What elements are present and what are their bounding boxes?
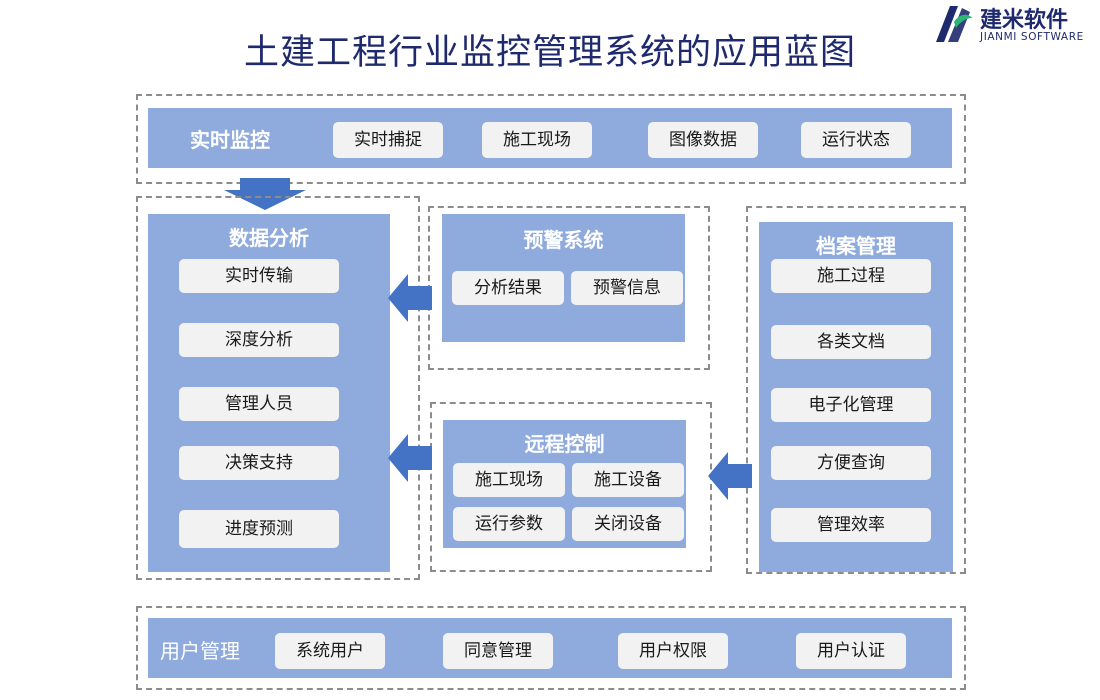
analysis-item-staff: 管理人员 [179, 387, 339, 421]
remote-title: 远程控制 [524, 432, 605, 456]
remote-section-border [430, 402, 712, 572]
analysis-section-border [136, 196, 420, 580]
warning-title: 预警系统 [523, 228, 604, 252]
archive-section-border [746, 206, 966, 574]
users-title: 用户管理 [160, 639, 240, 663]
warning-item-info: 预警信息 [571, 271, 683, 305]
remote-panel: 远程控制 施工现场 施工设备 运行参数 关闭设备 [443, 420, 686, 548]
users-item-consent: 同意管理 [443, 633, 553, 669]
down-arrow-icon [224, 178, 306, 210]
monitor-title: 实时监控 [190, 128, 270, 152]
analysis-item-forecast: 进度预测 [179, 510, 339, 548]
monitor-item-image: 图像数据 [648, 122, 758, 158]
users-item-system: 系统用户 [275, 633, 385, 669]
page-title: 土建工程行业监控管理系统的应用蓝图 [243, 33, 856, 73]
archive-panel: 档案管理 施工过程 各类文档 电子化管理 方便查询 管理效率 [759, 222, 953, 572]
brand-logo: 建米软件 JIANMI SOFTWARE [928, 2, 1098, 46]
left-arrow-remote-icon [388, 434, 432, 482]
archive-title: 档案管理 [816, 234, 896, 258]
monitor-item-site: 施工现场 [482, 122, 592, 158]
remote-item-equipment: 施工设备 [572, 463, 684, 497]
warning-item-result: 分析结果 [452, 271, 564, 305]
monitor-item-capture: 实时捕捉 [333, 122, 443, 158]
archive-item-efficiency: 管理效率 [771, 508, 931, 542]
archive-item-process: 施工过程 [771, 259, 931, 293]
analysis-title: 数据分析 [229, 226, 309, 250]
monitor-panel: 实时监控 实时捕捉 施工现场 图像数据 运行状态 [148, 108, 952, 168]
monitor-item-status: 运行状态 [801, 122, 911, 158]
monitor-section-border [136, 94, 966, 184]
analysis-item-transfer: 实时传输 [179, 259, 339, 293]
left-arrow-warning-icon [388, 274, 432, 322]
users-section-border [136, 606, 966, 690]
archive-item-digital: 电子化管理 [771, 388, 931, 422]
archive-item-docs: 各类文档 [771, 325, 931, 359]
users-panel: 用户管理 系统用户 同意管理 用户权限 用户认证 [148, 618, 952, 678]
archive-item-query: 方便查询 [771, 446, 931, 480]
remote-item-site: 施工现场 [453, 463, 565, 497]
logo-name: 建米软件 [980, 8, 1069, 33]
users-item-permission: 用户权限 [618, 633, 728, 669]
analysis-panel: 数据分析 实时传输 深度分析 管理人员 决策支持 进度预测 [148, 214, 390, 572]
analysis-item-deep: 深度分析 [179, 323, 339, 357]
remote-item-shutdown: 关闭设备 [572, 507, 684, 541]
users-item-auth: 用户认证 [796, 633, 906, 669]
logo-subtitle: JIANMI SOFTWARE [980, 31, 1084, 43]
analysis-item-decision: 决策支持 [179, 446, 339, 480]
remote-item-params: 运行参数 [453, 507, 565, 541]
left-arrow-archive-icon [708, 452, 752, 500]
warning-panel: 预警系统 分析结果 预警信息 [442, 214, 685, 342]
jianmi-logo-icon [936, 6, 972, 42]
